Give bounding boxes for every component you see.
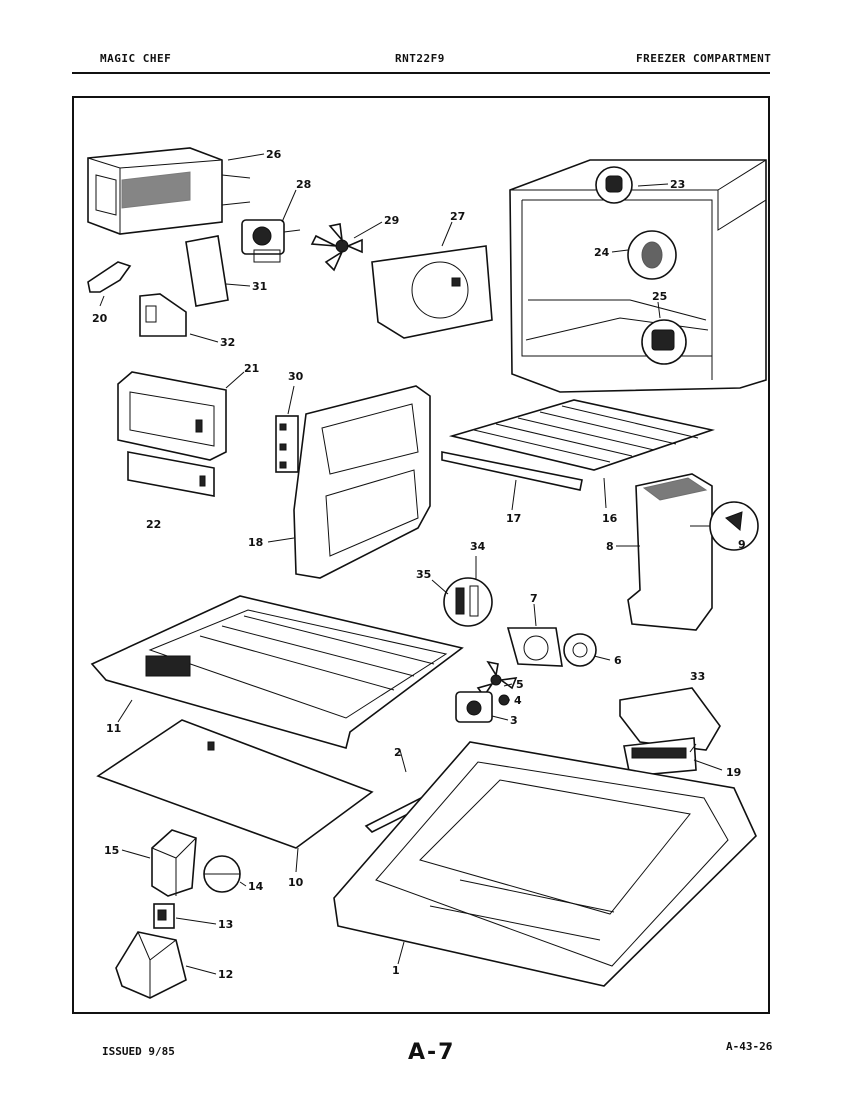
part-control-cover [127,451,215,497]
part-freezer-shelf [90,595,464,749]
callout-32: 32 [220,336,235,349]
part-fan-hub [498,694,510,706]
callout-25: 25 [652,290,667,303]
callout-14: 14 [248,880,264,893]
part-cover-panel [185,235,229,307]
callout-18: 18 [248,536,263,549]
footer-page-number: A-7 [408,1040,456,1065]
part-freezer-cabinet [509,159,767,393]
callout-28: 28 [296,178,311,191]
diagram-frame [72,96,770,1014]
part-ice-bin-assembly [87,147,251,235]
part-grommet [563,633,597,667]
part-ice-chute [151,829,197,897]
part-door-liner [293,385,431,579]
callout-27: 27 [450,210,465,223]
part-control-housing [117,371,227,461]
header-brand: MAGIC CHEF [100,52,172,65]
part-crisper-pan [333,741,757,987]
part-drawer-cover [619,687,721,751]
part-fan-motor [241,219,301,263]
part-evaporator-fan-bracket [506,627,563,667]
part-drawer-front [623,737,697,777]
callout-17: 17 [506,512,521,525]
callout-9: 9 [738,538,746,551]
callout-34: 34 [470,540,486,553]
callout-29: 29 [384,214,399,227]
part-wire-shelf [448,399,715,471]
part-shelf-divider [96,719,374,849]
callout-11: 11 [106,722,121,735]
callout-10: 10 [288,876,304,889]
callout-7: 7 [530,592,538,605]
callout-22: 22 [146,518,161,531]
footer-issued: ISSUED 9/85 [102,1045,175,1058]
callout-2: 2 [394,746,402,759]
callout-24: 24 [594,246,610,259]
part-dispenser-funnel [115,931,187,999]
header-section: FREEZER COMPARTMENT [636,52,772,65]
callout-30: 30 [288,370,304,383]
header-model: RNT22F9 [395,52,445,65]
leader-lines [99,153,723,975]
callout-16: 16 [602,512,618,525]
header-rule [72,72,770,74]
part-damper-control [641,319,687,365]
callout-19: 19 [726,766,741,779]
callout-1: 1 [392,964,400,977]
callout-8: 8 [606,540,614,553]
part-fan-shroud [371,245,493,339]
part-evaporator-fan [476,660,518,698]
part-seal [203,855,241,893]
part-shelf-front [441,451,583,491]
callout-33: 33 [690,670,705,683]
callout-13: 13 [218,918,233,931]
callout-23: 23 [670,178,685,191]
part-air-duct-knob [709,501,759,551]
callout-21: 21 [244,362,259,375]
callout-15: 15 [104,844,119,857]
callout-35: 35 [416,568,431,581]
part-ice-chute-door [153,903,175,929]
callout-12: 12 [218,968,233,981]
part-hinge-pin [443,577,493,627]
part-fan-blade [310,223,363,272]
callout-4: 4 [514,694,522,707]
callout-6: 6 [614,654,622,667]
part-hinge-strip [275,415,299,473]
part-light-bulb [627,230,677,280]
callout-labels: 26 28 29 27 20 31 32 23 24 25 21 30 22 1… [92,148,746,981]
part-evaporator-motor [455,691,493,723]
part-air-duct [627,473,713,631]
callout-20: 20 [92,312,108,325]
part-switch-plate [139,293,187,337]
callout-3: 3 [510,714,518,727]
footer-code: A-43-26 [726,1040,773,1053]
part-light-socket [595,166,633,204]
callout-31: 31 [252,280,267,293]
callout-26: 26 [266,148,282,161]
part-bracket [87,261,132,293]
callout-5: 5 [516,678,524,691]
